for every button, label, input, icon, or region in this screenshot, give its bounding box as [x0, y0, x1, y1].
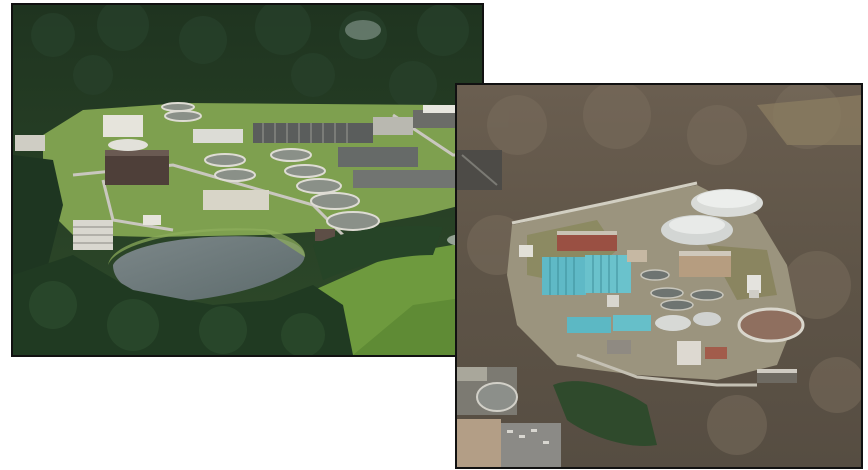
aerial-photo-right	[455, 83, 863, 469]
aerial-photo-left	[11, 3, 484, 357]
aerial-photo-left-image	[13, 5, 482, 355]
aerial-photo-right-image	[457, 85, 861, 467]
